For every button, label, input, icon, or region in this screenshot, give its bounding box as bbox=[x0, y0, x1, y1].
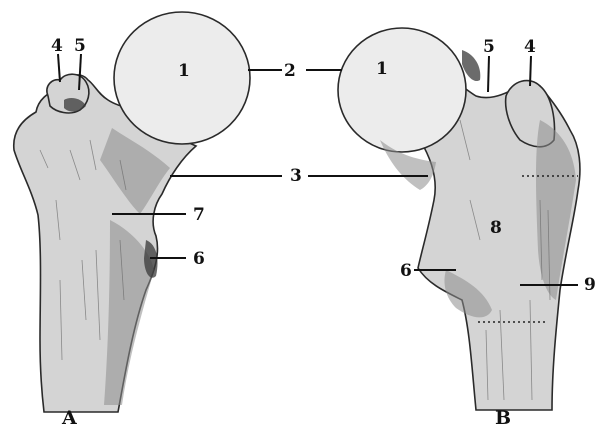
femur-posterior-view bbox=[338, 28, 580, 410]
label-a-head: 1 bbox=[178, 61, 190, 81]
panel-label-a: A bbox=[61, 407, 77, 429]
panel-label-b: B bbox=[495, 407, 511, 429]
label-b-trochanteric-fossa: 5 bbox=[483, 37, 495, 57]
label-b-quadrate-tubercle: 9 bbox=[584, 275, 596, 295]
label-a-greater-trochanter: 4 bbox=[51, 36, 63, 56]
label-a-trochanteric-fossa: 5 bbox=[74, 36, 86, 56]
label-a-fovea: 2 bbox=[284, 61, 296, 81]
femur-b-head bbox=[338, 28, 466, 152]
leader-b-5 bbox=[488, 56, 489, 92]
label-a-intertrochanteric-line: 7 bbox=[193, 205, 205, 225]
leader-a-4 bbox=[58, 54, 60, 82]
label-b-head: 1 bbox=[376, 59, 388, 79]
label-a-lesser-trochanter: 6 bbox=[193, 249, 205, 269]
label-b-intertrochanteric-crest: 8 bbox=[490, 218, 502, 238]
leader-b-4 bbox=[530, 56, 531, 86]
label-b-greater-trochanter: 4 bbox=[524, 37, 536, 57]
femur-anterior-view bbox=[14, 12, 250, 412]
label-a-neck: 3 bbox=[290, 166, 302, 186]
label-b-lesser-trochanter: 6 bbox=[400, 261, 412, 281]
